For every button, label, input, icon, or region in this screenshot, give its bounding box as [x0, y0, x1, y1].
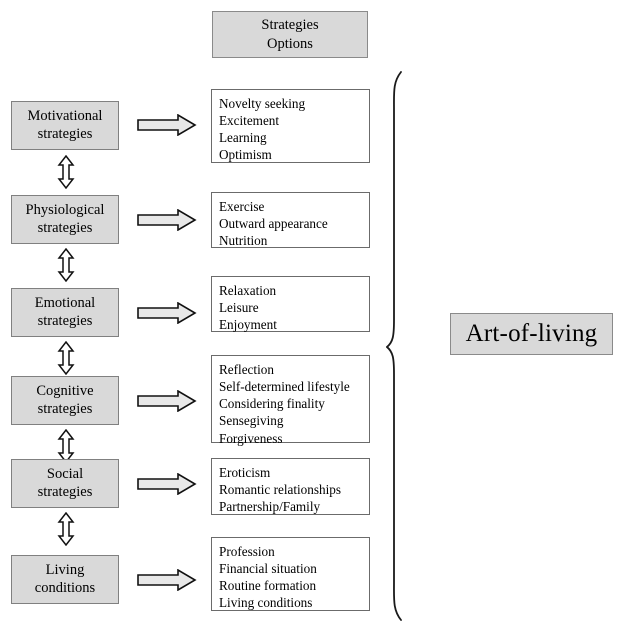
option-item: Romantic relationships: [219, 482, 341, 498]
header-box: Strategies Options: [212, 11, 368, 58]
category-box-social[interactable]: Social strategies: [11, 459, 119, 508]
option-item: Optimism: [219, 147, 272, 163]
category-label-line-1: Emotional: [34, 295, 96, 312]
option-item: Excitement: [219, 113, 280, 129]
curly-brace: [386, 70, 422, 622]
category-label-line-2: strategies: [37, 483, 93, 500]
option-box-emotional: Relaxation Leisure Enjoyment: [211, 276, 370, 332]
category-label-line-1: Cognitive: [36, 383, 94, 400]
category-box-motivational[interactable]: Motivational strategies: [11, 101, 119, 150]
option-item: Routine formation: [219, 578, 317, 594]
category-box-emotional[interactable]: Emotional strategies: [11, 288, 119, 337]
option-box-social: Eroticism Romantic relationships Partner…: [211, 458, 370, 515]
category-box-cognitive[interactable]: Cognitive strategies: [11, 376, 119, 425]
option-item: Nutrition: [219, 233, 268, 249]
header-line-2: Options: [267, 35, 313, 52]
option-item: Eroticism: [219, 465, 271, 480]
category-label-line-2: strategies: [37, 219, 93, 236]
category-label-line-2: strategies: [37, 400, 93, 417]
category-label-line-1: Living: [45, 562, 85, 579]
arrow-right-icon: [137, 569, 197, 591]
arrow-up-down-icon: [56, 155, 76, 189]
result-label: Art-of-living: [465, 320, 598, 347]
arrow-right-icon: [137, 114, 197, 136]
option-box-cognitive: Reflection Self-determined lifestyle Con…: [211, 355, 370, 446]
header-line-1: Strategies: [261, 17, 319, 34]
option-box-motivational: Novelty seeking Excitement Learning Opti…: [211, 89, 370, 163]
category-label-line-1: Physiological: [25, 202, 105, 219]
option-item: Novelty seeking: [219, 96, 306, 111]
option-item: Exercise: [219, 199, 265, 214]
option-item: Sensegiving: [219, 413, 284, 429]
category-label-line-2: conditions: [34, 579, 96, 596]
option-item: Considering finality: [219, 396, 325, 412]
option-item: Self-determined lifestyle: [219, 379, 350, 395]
category-label-line-2: strategies: [37, 125, 93, 142]
option-item: Reflection: [219, 362, 274, 377]
category-label-line-2: strategies: [37, 312, 93, 329]
option-item: Profession: [219, 544, 275, 559]
arrow-right-icon: [137, 302, 197, 324]
option-item: Learning: [219, 130, 267, 146]
option-box-living-conditions: Profession Financial situation Routine f…: [211, 537, 370, 611]
option-item: Living conditions: [219, 595, 313, 611]
option-item: Leisure: [219, 300, 259, 316]
category-label-line-1: Motivational: [27, 108, 103, 125]
option-item: Financial situation: [219, 561, 317, 577]
option-item: Enjoyment: [219, 317, 277, 333]
option-box-physiological: Exercise Outward appearance Nutrition: [211, 192, 370, 248]
option-item: Outward appearance: [219, 216, 328, 232]
arrow-up-down-icon: [56, 341, 76, 375]
arrow-up-down-icon: [56, 512, 76, 546]
result-box-art-of-living[interactable]: Art-of-living: [450, 313, 613, 355]
option-item: Forgiveness: [219, 430, 283, 446]
option-item: Partnership/Family: [219, 499, 321, 515]
option-item: Relaxation: [219, 283, 277, 298]
arrow-right-icon: [137, 473, 197, 495]
category-label-line-1: Social: [46, 466, 84, 483]
arrow-right-icon: [137, 390, 197, 412]
category-box-living-conditions[interactable]: Living conditions: [11, 555, 119, 604]
arrow-up-down-icon: [56, 429, 76, 463]
category-box-physiological[interactable]: Physiological strategies: [11, 195, 119, 244]
arrow-up-down-icon: [56, 248, 76, 282]
arrow-right-icon: [137, 209, 197, 231]
